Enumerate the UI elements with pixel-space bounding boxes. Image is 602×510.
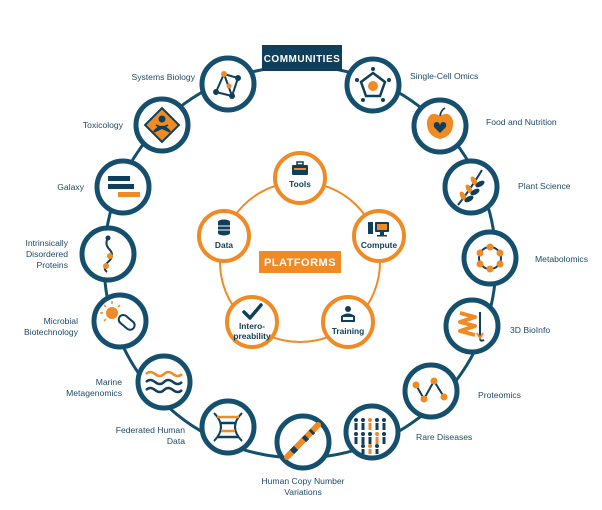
community-marine-metagenomics[interactable]: Marine Metagenomics (66, 353, 193, 411)
community-metabolomics[interactable]: Metabolomics (461, 229, 588, 287)
platform-interoperability[interactable]: Intero- preability (225, 295, 279, 349)
community-toxicology-label: Toxicology (83, 120, 124, 130)
platform-tools-label: Tools (289, 179, 311, 189)
community-microbial-biotechnology-label-line2: Biotechnology (24, 327, 79, 337)
community-systems-biology[interactable]: Systems Biology (131, 55, 257, 113)
platform-tools[interactable]: Tools (273, 151, 327, 205)
community-metabolomics-label: Metabolomics (535, 254, 588, 264)
community-toxicology[interactable]: Toxicology (83, 96, 191, 154)
hazard-icon (143, 106, 181, 144)
communities-title: COMMUNITIES (264, 54, 341, 65)
toolbox-icon (292, 161, 308, 175)
peptide-chain-icon (412, 377, 448, 403)
chromosome-icon (284, 422, 321, 460)
community-intrinsically-disordered-proteins-label-line3: Proteins (36, 260, 68, 270)
training-icon (341, 306, 355, 322)
wheat-icon (457, 169, 485, 206)
community-plant-science-label: Plant Science (518, 181, 571, 191)
community-single-cell-omics-label: Single-Cell Omics (410, 71, 478, 81)
community-microbial-biotechnology[interactable]: Microbial Biotechnology (24, 292, 149, 350)
platform-data[interactable]: Data (197, 209, 251, 263)
platforms-badge: PLATFORMS (259, 251, 341, 273)
community-3d-bioinfo[interactable]: 3D BioInfo (443, 297, 550, 355)
community-intrinsically-disordered-proteins[interactable]: Intrinsically Disordered Proteins (25, 225, 137, 283)
community-galaxy-label: Galaxy (57, 182, 84, 192)
community-federated-human-data-label-line1: Federated Human (116, 425, 185, 435)
community-microbial-biotechnology-label-line1: Microbial (44, 316, 78, 326)
community-marine-metagenomics-label-line2: Metagenomics (66, 388, 122, 398)
community-proteomics[interactable]: Proteomics (402, 362, 521, 420)
platform-interoperability-label-line1: Intero- (239, 321, 265, 331)
database-icon (218, 219, 230, 236)
platform-data-label: Data (215, 240, 233, 250)
community-rare-diseases[interactable]: Rare Diseases (343, 403, 472, 461)
communities-badge: COMMUNITIES (262, 45, 342, 71)
community-federated-human-data-label-line2: Data (167, 436, 185, 446)
dna-icon (213, 412, 243, 442)
community-human-copy-number-variations[interactable]: Human Copy Number Variations (261, 413, 345, 497)
community-human-copy-number-variations-label-line2: Variations (284, 487, 322, 497)
community-galaxy[interactable]: Galaxy (57, 158, 152, 216)
community-systems-biology-label: Systems Biology (131, 72, 195, 82)
galaxy-icon (108, 176, 140, 197)
platform-training[interactable]: Training (321, 295, 375, 349)
community-federated-human-data[interactable]: Federated Human Data (116, 398, 257, 456)
community-plant-science[interactable]: Plant Science (442, 158, 571, 216)
protein-helix-icon (458, 311, 485, 342)
metabolite-ring-icon (476, 243, 504, 273)
platform-interoperability-label-line2: preability (233, 331, 271, 341)
population-icon (354, 418, 386, 454)
community-single-cell-omics[interactable]: Single-Cell Omics (344, 56, 478, 114)
microbe-icon (100, 301, 136, 331)
apple-icon (426, 107, 454, 139)
community-intrinsically-disordered-proteins-label-line1: Intrinsically (25, 238, 68, 248)
platform-compute[interactable]: Compute (352, 209, 406, 263)
disordered-protein-icon (103, 235, 114, 273)
checkmark-icon (242, 303, 263, 320)
community-food-and-nutrition-label: Food and Nutrition (486, 117, 557, 127)
community-proteomics-label: Proteomics (478, 390, 521, 400)
computer-icon (368, 222, 389, 237)
platform-compute-label: Compute (361, 240, 398, 250)
community-marine-metagenomics-label-line1: Marine (96, 377, 122, 387)
waves-icon (145, 370, 183, 394)
community-intrinsically-disordered-proteins-label-line2: Disordered (26, 249, 68, 259)
platform-training-label: Training (332, 326, 365, 336)
network-icon (213, 71, 241, 99)
platforms-title: PLATFORMS (264, 257, 336, 269)
community-human-copy-number-variations-label-line1: Human Copy Number (261, 476, 344, 486)
cell-icon (355, 67, 391, 102)
community-rare-diseases-label: Rare Diseases (416, 432, 472, 442)
community-food-and-nutrition[interactable]: Food and Nutrition (411, 97, 557, 155)
community-3d-bioinfo-label: 3D BioInfo (510, 325, 550, 335)
